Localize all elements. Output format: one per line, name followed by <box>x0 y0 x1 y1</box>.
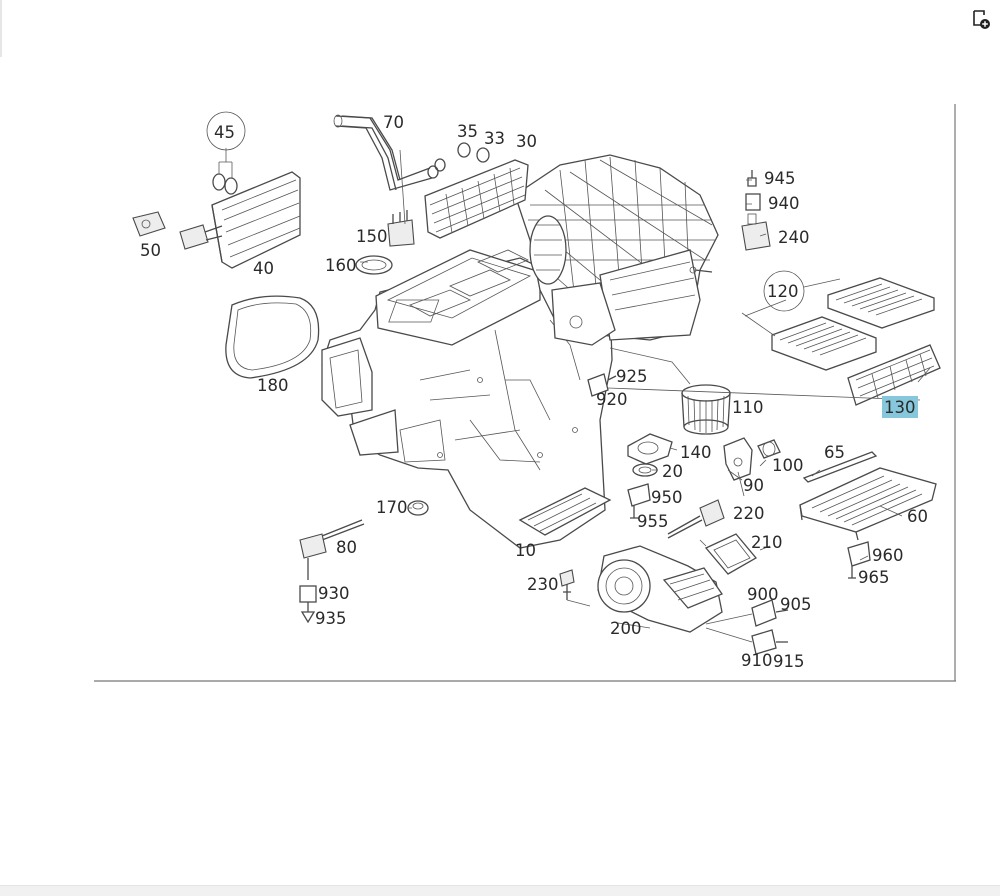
part-label-45[interactable]: 45 <box>214 123 235 142</box>
diagram-frame <box>94 104 956 682</box>
part-label-20[interactable]: 20 <box>662 462 683 481</box>
part-label-150[interactable]: 150 <box>356 227 388 246</box>
connector-960 <box>847 541 871 579</box>
expansion-valve <box>132 211 166 237</box>
left-panel-edge <box>0 0 2 57</box>
part-label-180[interactable]: 180 <box>257 376 289 395</box>
intake-housing <box>514 154 719 346</box>
hvac-housing <box>321 249 613 549</box>
coolant-pipes <box>333 114 446 191</box>
part-label-120[interactable]: 120 <box>767 282 799 301</box>
connector-950 <box>627 483 651 519</box>
cabin-filter-lower <box>771 316 877 371</box>
part-label-915[interactable]: 915 <box>773 652 805 671</box>
part-label-30[interactable]: 30 <box>516 132 537 151</box>
part-label-110[interactable]: 110 <box>732 398 764 417</box>
sensor-150 <box>387 210 415 247</box>
callout-120-lines <box>741 270 841 337</box>
sensor-100 <box>757 439 781 459</box>
selected-part-highlight <box>882 396 918 418</box>
part-label-965[interactable]: 965 <box>858 568 890 587</box>
part-label-905[interactable]: 905 <box>780 595 812 614</box>
part-label-50[interactable]: 50 <box>140 241 161 260</box>
callout-circle-45 <box>206 111 246 151</box>
actuator-90 <box>723 437 753 481</box>
part-label-60[interactable]: 60 <box>907 507 928 526</box>
sensor-80 <box>299 519 365 580</box>
part-label-160[interactable]: 160 <box>325 256 357 275</box>
part-label-33[interactable]: 33 <box>484 129 505 148</box>
part-label-930[interactable]: 930 <box>318 584 350 603</box>
sensor-220 <box>667 499 725 539</box>
grommet-170 <box>407 500 429 516</box>
seal-160 <box>355 255 393 275</box>
connector-930 <box>299 585 317 624</box>
add-to-list-icon <box>973 10 990 29</box>
part-label-130[interactable]: 130 <box>884 398 916 417</box>
evaporator <box>211 171 301 269</box>
part-label-230[interactable]: 230 <box>527 575 559 594</box>
heater-element-60 <box>799 467 937 541</box>
seal-140 <box>627 433 673 465</box>
cabin-filter-upper <box>827 277 935 329</box>
part-label-40[interactable]: 40 <box>253 259 274 278</box>
connector-900 <box>705 599 789 627</box>
evaporator-pipe <box>179 224 223 250</box>
bottom-scrollbar[interactable] <box>0 885 1000 896</box>
heater-core <box>424 159 529 239</box>
part-label-900[interactable]: 900 <box>747 585 779 604</box>
part-label-925[interactable]: 925 <box>616 367 648 386</box>
part-label-140[interactable]: 140 <box>680 443 712 462</box>
filter-frame-130 <box>847 344 941 406</box>
part-label-940[interactable]: 940 <box>768 194 800 213</box>
part-label-220[interactable]: 220 <box>733 504 765 523</box>
o-rings <box>206 111 246 195</box>
blower-wheel-110 <box>681 384 731 435</box>
part-label-960[interactable]: 960 <box>872 546 904 565</box>
part-label-100[interactable]: 100 <box>772 456 804 475</box>
part-label-240[interactable]: 240 <box>778 228 810 247</box>
gasket-210 <box>704 533 757 575</box>
seals <box>457 142 490 163</box>
part-label-935[interactable]: 935 <box>315 609 347 628</box>
part-label-945[interactable]: 945 <box>764 169 796 188</box>
part-label-70[interactable]: 70 <box>383 113 404 132</box>
part-label-210[interactable]: 210 <box>751 533 783 552</box>
sensor-stack-240 <box>741 170 771 251</box>
screw-230 <box>559 569 651 629</box>
part-label-80[interactable]: 80 <box>336 538 357 557</box>
strip-65 <box>802 451 878 483</box>
part-label-200[interactable]: 200 <box>610 619 642 638</box>
part-labels: 45 70 35 33 30 50 40 150 160 180 945 940… <box>140 113 928 671</box>
part-label-955[interactable]: 955 <box>637 512 669 531</box>
gasket-180 <box>225 295 320 379</box>
leader-lines <box>360 149 931 561</box>
add-to-list-button[interactable] <box>970 8 992 30</box>
connector-910 <box>705 627 788 655</box>
part-label-90[interactable]: 90 <box>743 476 764 495</box>
part-label-35[interactable]: 35 <box>457 122 478 141</box>
part-label-950[interactable]: 950 <box>651 488 683 507</box>
blower-motor-200 <box>597 545 723 633</box>
part-label-65[interactable]: 65 <box>824 443 845 462</box>
part-label-170[interactable]: 170 <box>376 498 408 517</box>
part-label-10[interactable]: 10 <box>515 541 536 560</box>
connector-920 <box>587 373 617 397</box>
part-label-910[interactable]: 910 <box>741 651 773 670</box>
part-label-920[interactable]: 920 <box>596 390 628 409</box>
